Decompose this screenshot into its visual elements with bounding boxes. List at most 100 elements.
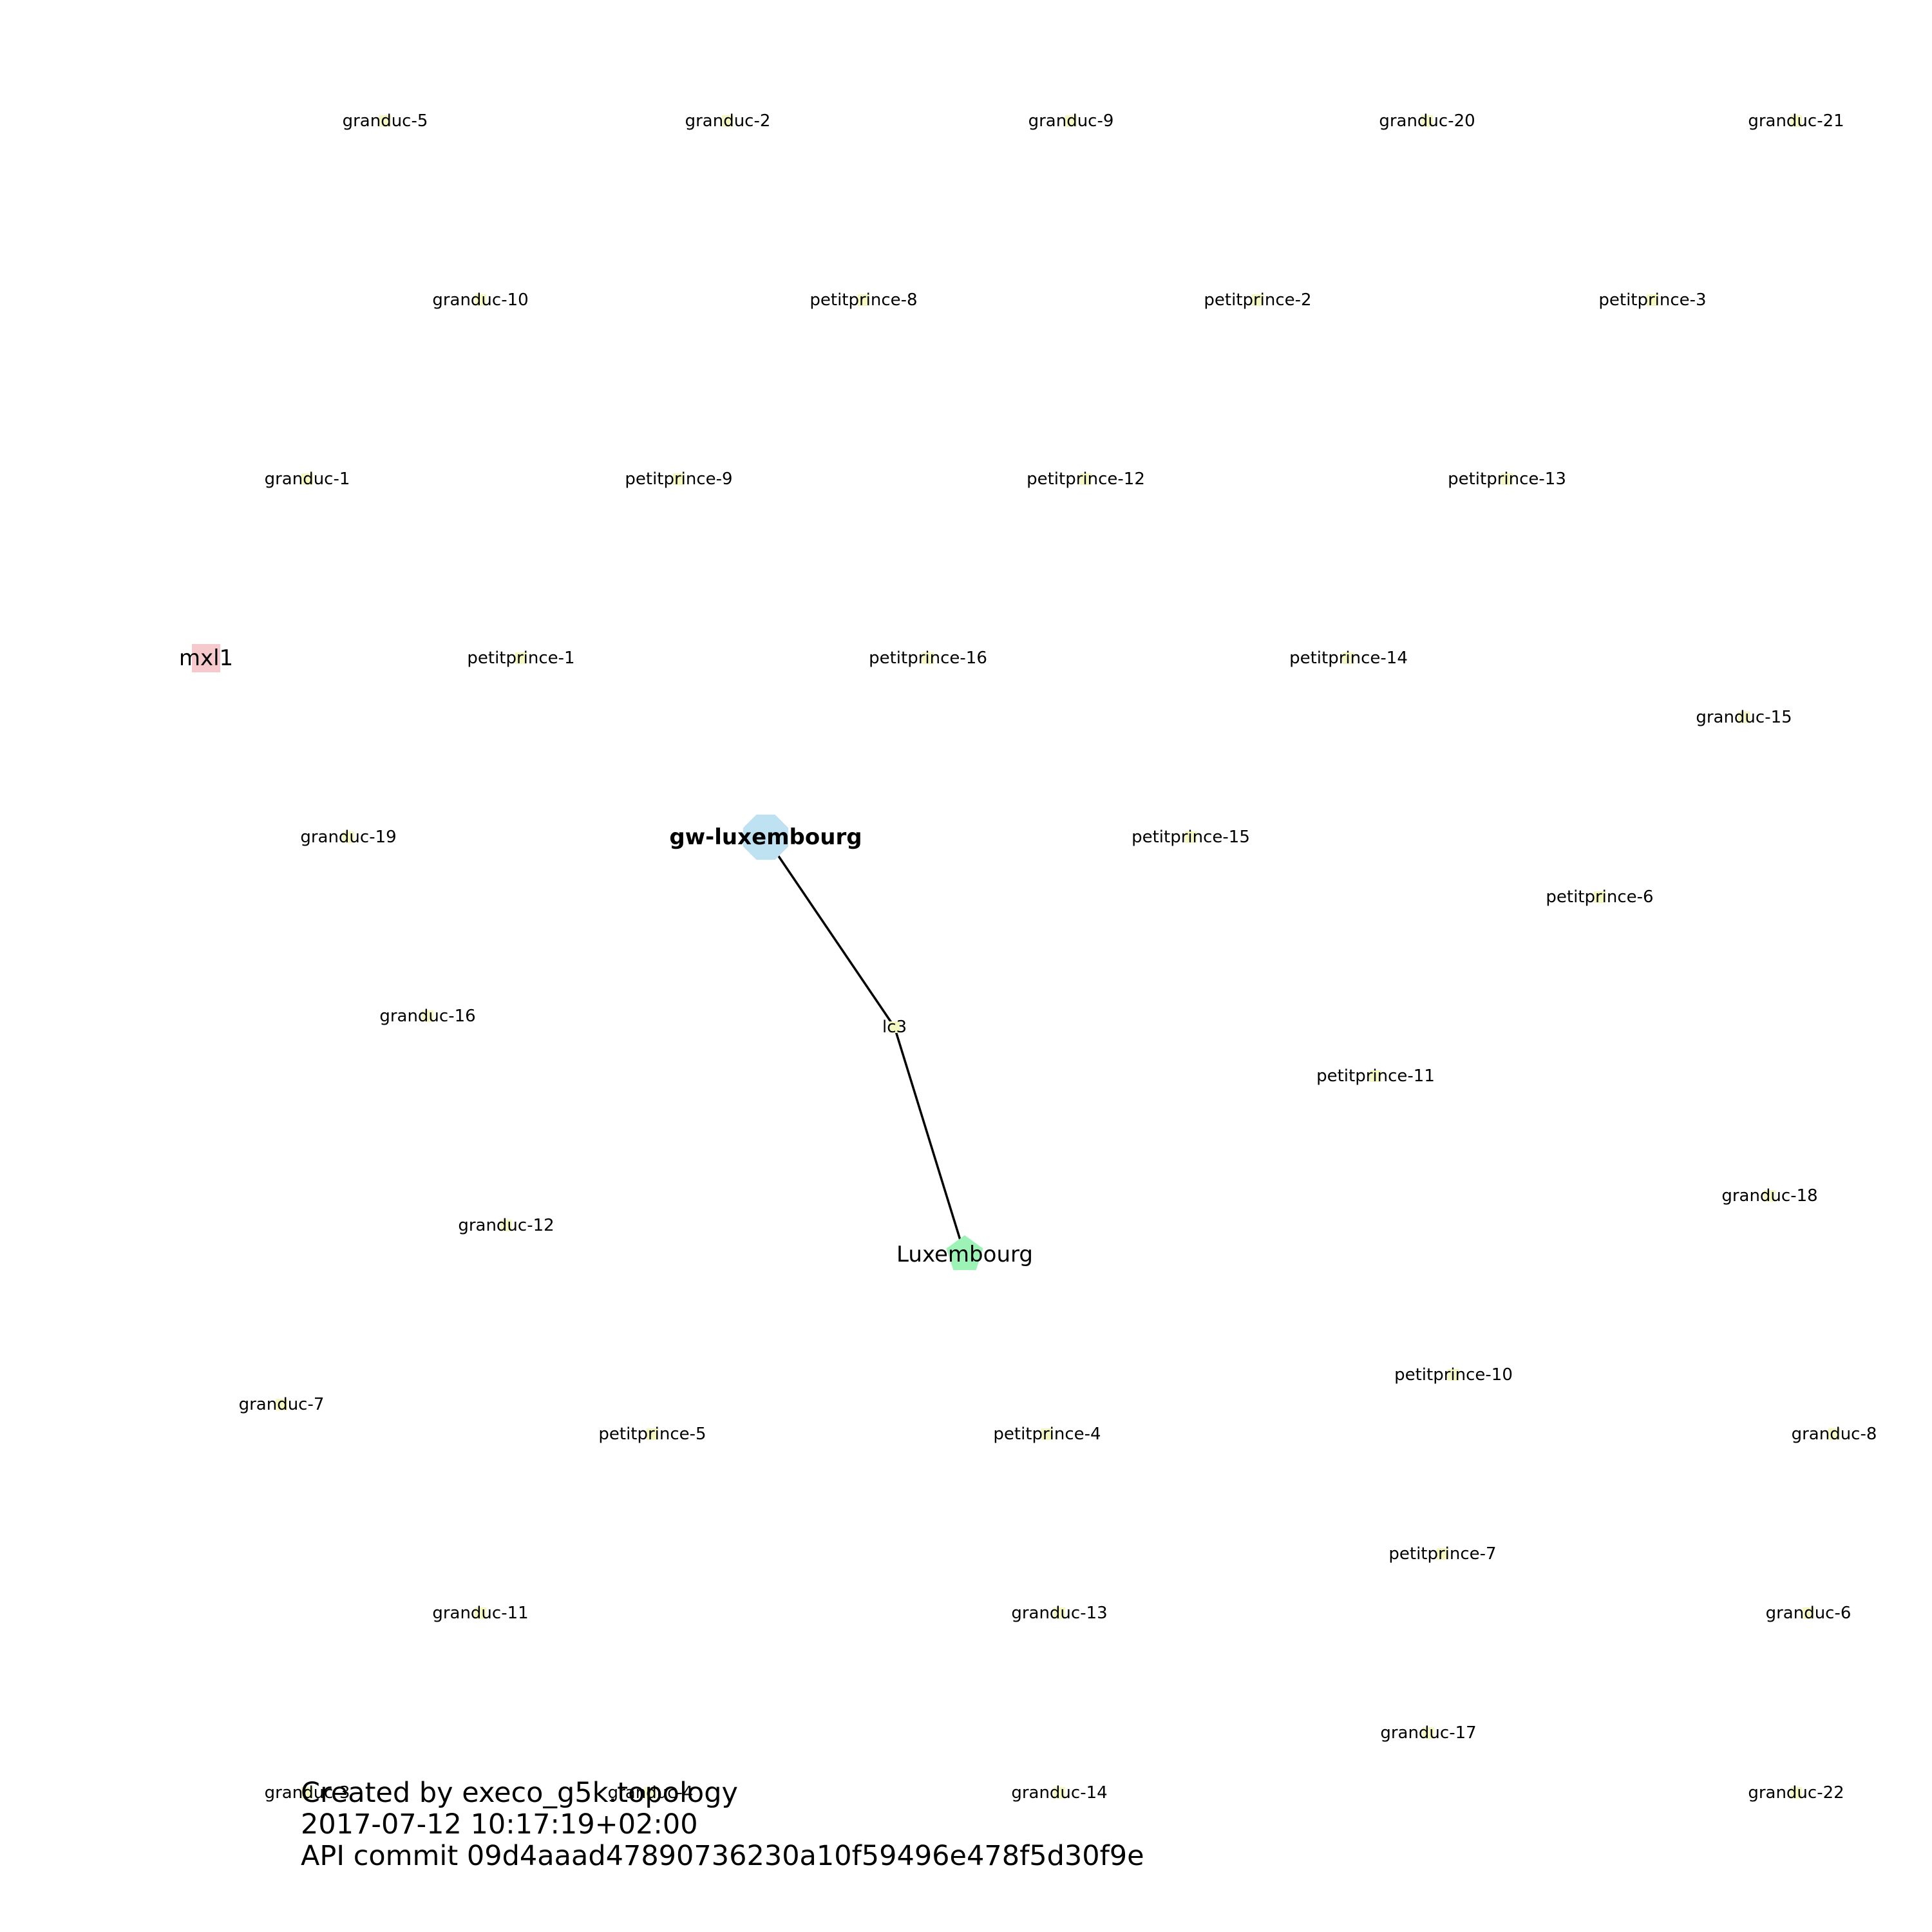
square-icon xyxy=(343,831,354,843)
node-granduc-16: granduc-16 xyxy=(379,1007,475,1026)
node-label: granduc-1 xyxy=(265,469,350,489)
square-icon xyxy=(1054,1787,1065,1799)
node-petitprince-16: petitprince-16 xyxy=(869,649,987,668)
node-granduc-8: granduc-8 xyxy=(1792,1425,1877,1444)
footer-timestamp: 2017-07-12 10:17:19+02:00 xyxy=(301,1808,698,1841)
node-granduc-5: granduc-5 xyxy=(343,111,428,131)
square-icon xyxy=(922,652,934,664)
node-granduc-4: granduc-4 xyxy=(608,1783,694,1803)
node-label: mxl1 xyxy=(179,645,233,671)
node-label: petitprince-14 xyxy=(1289,649,1408,668)
square-icon xyxy=(1252,294,1264,306)
node-label: granduc-14 xyxy=(1011,1783,1107,1803)
node-granduc-22: granduc-22 xyxy=(1748,1783,1844,1803)
node-petitprince-13: petitprince-13 xyxy=(1448,469,1566,489)
square-icon xyxy=(889,1021,900,1033)
square-icon xyxy=(647,1428,658,1440)
square-icon xyxy=(301,473,313,485)
node-label: petitprince-4 xyxy=(993,1425,1101,1444)
node-petitprince-11: petitprince-11 xyxy=(1316,1066,1435,1086)
node-label: petitprince-6 xyxy=(1546,887,1653,907)
node-label: granduc-22 xyxy=(1748,1783,1844,1803)
node-petitprince-2: petitprince-2 xyxy=(1204,290,1311,310)
node-granduc-11: granduc-11 xyxy=(432,1604,528,1623)
square-icon xyxy=(1738,712,1750,723)
node-label: granduc-4 xyxy=(608,1783,694,1803)
square-icon xyxy=(1448,1369,1459,1381)
node-label: gw-luxembourg xyxy=(669,824,862,850)
node-label: Luxembourg xyxy=(896,1242,1033,1267)
node-granduc-9: granduc-9 xyxy=(1028,111,1114,131)
square-icon xyxy=(500,1220,512,1231)
square-icon xyxy=(1647,294,1658,306)
square-icon xyxy=(1828,1428,1840,1440)
edge-gw-luxembourg-lc3 xyxy=(764,837,896,1028)
node-label: petitprince-2 xyxy=(1204,290,1311,310)
square-icon xyxy=(515,652,527,664)
node-label: granduc-3 xyxy=(265,1783,350,1803)
node-granduc-13: granduc-13 xyxy=(1011,1604,1107,1623)
square-icon xyxy=(301,1787,313,1799)
node-label: petitprince-10 xyxy=(1394,1365,1513,1385)
square-icon xyxy=(1423,1727,1434,1739)
node-label: granduc-18 xyxy=(1721,1186,1817,1206)
edges-layer xyxy=(764,837,966,1255)
node-granduc-2: granduc-2 xyxy=(685,111,771,131)
node-petitprince-12: petitprince-12 xyxy=(1027,469,1145,489)
square-icon xyxy=(1343,652,1354,664)
node-petitprince-15: petitprince-15 xyxy=(1132,828,1250,847)
node-label: granduc-16 xyxy=(379,1007,475,1026)
node-label: petitprince-9 xyxy=(625,469,732,489)
node-granduc-12: granduc-12 xyxy=(458,1216,554,1235)
node-granduc-18: granduc-18 xyxy=(1721,1186,1817,1206)
node-label: petitprince-11 xyxy=(1316,1066,1435,1086)
footer-caption: Created by execo_g5k.topology 2017-07-12… xyxy=(301,1777,1144,1872)
footer-created-by: Created by execo_g5k.topology xyxy=(301,1777,738,1809)
node-gw-luxembourg: gw-luxembourg xyxy=(669,814,862,860)
octagon-icon xyxy=(743,814,789,860)
node-label: granduc-17 xyxy=(1380,1723,1476,1743)
footer-api-commit: API commit 09d4aaad47890736230a10f59496e… xyxy=(301,1840,1144,1872)
node-label: granduc-11 xyxy=(432,1604,528,1623)
square-icon xyxy=(673,473,685,485)
node-label: petitprince-13 xyxy=(1448,469,1566,489)
node-label: granduc-6 xyxy=(1766,1604,1852,1623)
node-Luxembourg: Luxembourg xyxy=(896,1235,1033,1271)
square-icon xyxy=(1790,115,1802,127)
node-petitprince-8: petitprince-8 xyxy=(810,290,917,310)
node-label: granduc-5 xyxy=(343,111,428,131)
square-icon xyxy=(858,294,869,306)
square-icon xyxy=(1054,1607,1065,1619)
node-label: petitprince-7 xyxy=(1388,1544,1496,1564)
node-label: granduc-15 xyxy=(1696,708,1792,727)
node-label: granduc-10 xyxy=(432,290,528,310)
square-icon xyxy=(1080,473,1092,485)
node-label: granduc-19 xyxy=(300,828,396,847)
node-petitprince-3: petitprince-3 xyxy=(1598,290,1706,310)
square-icon xyxy=(1065,115,1077,127)
square-icon xyxy=(475,294,486,306)
square-icon xyxy=(1370,1070,1381,1082)
node-label: petitprince-1 xyxy=(467,649,574,668)
node-petitprince-14: petitprince-14 xyxy=(1289,649,1408,668)
node-granduc-1: granduc-1 xyxy=(265,469,350,489)
node-petitprince-7: petitprince-7 xyxy=(1388,1544,1496,1564)
square-icon xyxy=(192,644,220,672)
square-icon xyxy=(1421,115,1433,127)
node-label: granduc-9 xyxy=(1028,111,1114,131)
node-label: granduc-13 xyxy=(1011,1604,1107,1623)
square-icon xyxy=(1041,1428,1053,1440)
square-icon xyxy=(422,1010,433,1022)
node-granduc-10: granduc-10 xyxy=(432,290,528,310)
node-label: granduc-8 xyxy=(1792,1425,1877,1444)
square-icon xyxy=(1790,1787,1802,1799)
node-label: lc3 xyxy=(882,1018,907,1037)
square-icon xyxy=(645,1787,656,1799)
node-petitprince-10: petitprince-10 xyxy=(1394,1365,1513,1385)
node-petitprince-6: petitprince-6 xyxy=(1546,887,1653,907)
node-label: petitprince-12 xyxy=(1027,469,1145,489)
square-icon xyxy=(1437,1548,1448,1560)
node-granduc-20: granduc-20 xyxy=(1379,111,1475,131)
node-label: granduc-21 xyxy=(1748,111,1844,131)
